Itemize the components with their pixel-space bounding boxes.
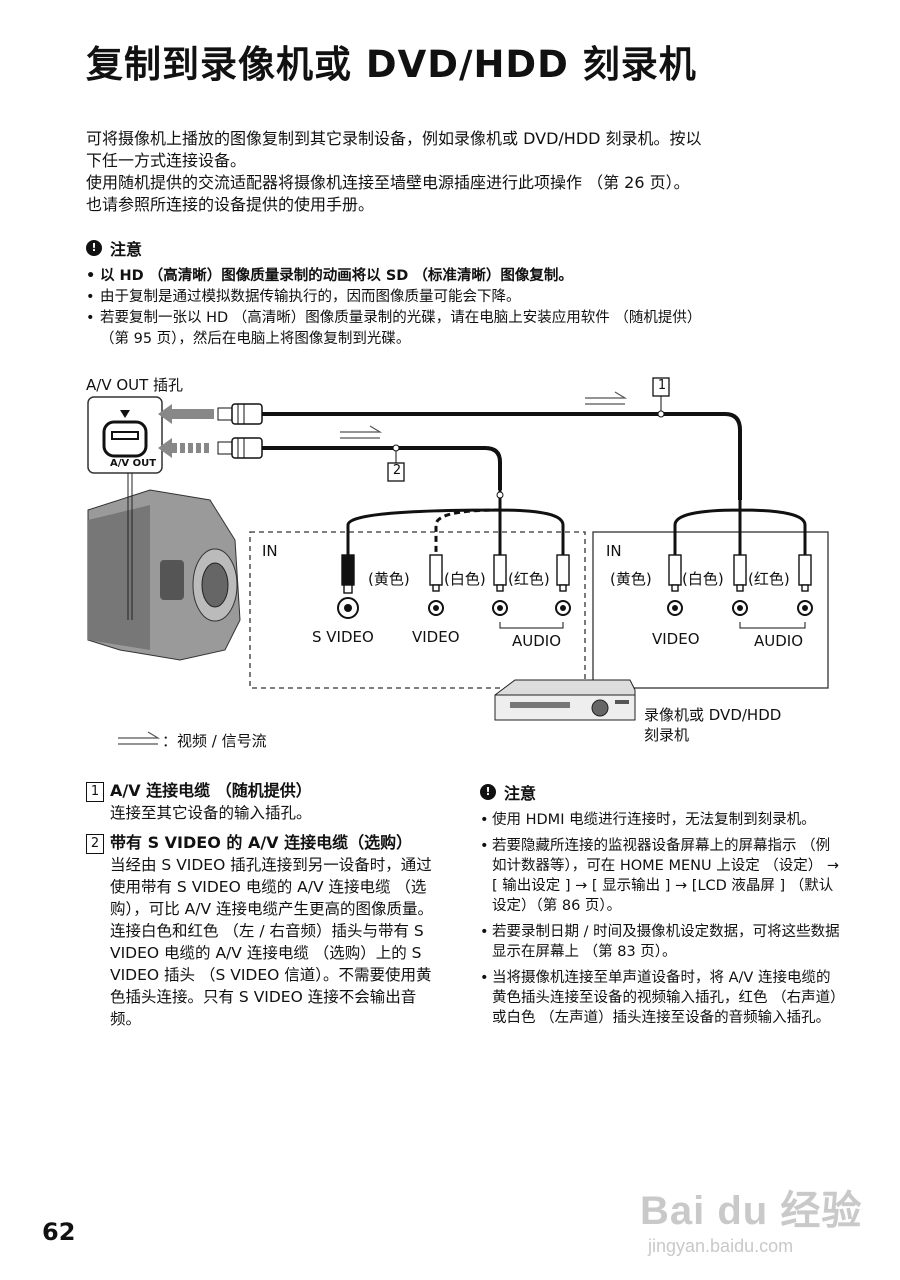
caution-item: 若要录制日期 / 时间及摄像机设定数据，可将这些数据显示在屏幕上 （第 83 页… bbox=[480, 922, 840, 962]
red-label-right: (红色) bbox=[748, 570, 790, 588]
caution-icon: ! bbox=[86, 240, 102, 256]
connection-diagram bbox=[87, 377, 829, 745]
page-title: 复制到录像机或 DVD/HDD 刻录机 bbox=[86, 43, 697, 86]
caution-list: 使用 HDMI 电缆进行连接时，无法复制到刻录机。 若要隐藏所连接的监视器设备屏… bbox=[480, 810, 840, 1028]
flow-arrow bbox=[340, 391, 628, 439]
white-label: (白色) bbox=[444, 570, 486, 588]
recorder-label: 录像机或 DVD/HDD bbox=[644, 706, 782, 724]
caution-right: ! 注意 使用 HDMI 电缆进行连接时，无法复制到刻录机。 若要隐藏所连接的监… bbox=[480, 780, 840, 1034]
watermark: Bai du 经验 jingyan.baidu.com bbox=[640, 1178, 862, 1257]
recorder-label-2: 刻录机 bbox=[644, 726, 690, 744]
intro-line: 使用随机提供的交流适配器将摄像机连接至墙壁电源插座进行此项操作 （第 26 页）… bbox=[86, 173, 690, 192]
cable-body: 连接至其它设备的输入插孔。 bbox=[110, 804, 312, 822]
legend-arrow-icon bbox=[118, 731, 161, 745]
white-label-right: (白色) bbox=[682, 570, 724, 588]
cable-list: 1 A/V 连接电缆 （随机提供） 连接至其它设备的输入插孔。 2 带有 S V… bbox=[86, 780, 446, 1038]
yellow-label-right: (黄色) bbox=[610, 570, 652, 588]
cable-body: 当经由 S VIDEO 插孔连接到另一设备时，通过使用带有 S VIDEO 电缆… bbox=[110, 856, 434, 1028]
plug-2 bbox=[217, 437, 263, 459]
camcorder-illustration bbox=[87, 473, 241, 661]
cable-number: 1 bbox=[86, 782, 104, 802]
vcr-illustration bbox=[494, 679, 636, 721]
audio-label-left: AUDIO bbox=[512, 632, 562, 650]
video-label-right: VIDEO bbox=[652, 630, 700, 648]
signal-arrows bbox=[158, 404, 214, 458]
cable-item-1: 1 A/V 连接电缆 （随机提供） 连接至其它设备的输入插孔。 bbox=[86, 780, 446, 824]
caution-heading-text: 注意 bbox=[504, 784, 537, 803]
av-out-jack bbox=[87, 396, 163, 474]
caution-item: 由于复制是通过模拟数据传输执行的，因而图像质量可能会下降。 bbox=[86, 287, 846, 308]
intro-line: 可将摄像机上播放的图像复制到其它录制设备，例如录像机或 DVD/HDD 刻录机。… bbox=[86, 129, 702, 148]
caution-list: 以 HD （高清晰）图像质量录制的动画将以 SD （标准清晰）图像复制。 由于复… bbox=[86, 266, 846, 350]
jacks-left bbox=[337, 597, 571, 629]
marker-1: 1 bbox=[657, 378, 667, 393]
audio-label-right: AUDIO bbox=[754, 632, 804, 650]
caution-heading: ! 注意 bbox=[480, 780, 840, 804]
svideo-device-box bbox=[249, 531, 586, 689]
recorder-input-box bbox=[592, 531, 829, 689]
cable-head: A/V 连接电缆 （随机提供） bbox=[110, 781, 312, 800]
page-number: 62 bbox=[42, 1218, 76, 1246]
plug-1 bbox=[217, 403, 263, 425]
caution-icon: ! bbox=[480, 784, 496, 800]
caution-item: 若要隐藏所连接的监视器设备屏幕上的屏幕指示 （例如计数器等），可在 HOME M… bbox=[480, 836, 840, 916]
intro-text: 可将摄像机上播放的图像复制到其它录制设备，例如录像机或 DVD/HDD 刻录机。… bbox=[86, 128, 846, 216]
av-out-small-label: A/V OUT bbox=[110, 458, 157, 469]
cable-number: 2 bbox=[86, 834, 104, 854]
cable-1 bbox=[262, 412, 742, 500]
intro-line: 也请参照所连接的设备提供的使用手册。 bbox=[86, 195, 375, 214]
watermark-url: jingyan.baidu.com bbox=[648, 1236, 794, 1256]
caution-item: 当将摄像机连接至单声道设备时，将 A/V 连接电缆的黄色插头连接至设备的视频输入… bbox=[480, 968, 840, 1028]
intro-line: 下任一方式连接设备。 bbox=[86, 151, 247, 170]
yellow-label: (黄色) bbox=[368, 570, 410, 588]
watermark-brand: Bai du 经验 bbox=[640, 1189, 863, 1233]
in-label-right: IN bbox=[606, 542, 622, 560]
caution-item-continued: （第 95 页），然后在电脑上将图像复制到光碟。 bbox=[100, 331, 411, 347]
av-out-label: A/V OUT 插孔 bbox=[86, 376, 184, 394]
in-label-left: IN bbox=[262, 542, 278, 560]
cable-2 bbox=[262, 446, 502, 490]
caution-item: 使用 HDMI 电缆进行连接时，无法复制到刻录机。 bbox=[480, 810, 840, 830]
caution-heading-text: 注意 bbox=[110, 240, 143, 259]
svideo-label: S VIDEO bbox=[312, 628, 374, 646]
cable-item-2: 2 带有 S VIDEO 的 A/V 连接电缆（选购） 当经由 S VIDEO … bbox=[86, 832, 446, 1030]
caution-top: ! 注意 以 HD （高清晰）图像质量录制的动画将以 SD （标准清晰）图像复制… bbox=[86, 236, 846, 350]
red-label: (红色) bbox=[508, 570, 550, 588]
video-label-left: VIDEO bbox=[412, 628, 460, 646]
caution-heading: ! 注意 bbox=[86, 236, 846, 260]
caution-item: 若要复制一张以 HD （高清晰）图像质量录制的光碟，请在电脑上安装应用软件 （随… bbox=[86, 308, 846, 329]
legend-label: ：视频 / 信号流 bbox=[162, 732, 267, 750]
marker-2: 2 bbox=[392, 463, 402, 478]
caution-item: 以 HD （高清晰）图像质量录制的动画将以 SD （标准清晰）图像复制。 bbox=[86, 266, 846, 287]
cable-head: 带有 S VIDEO 的 A/V 连接电缆（选购） bbox=[110, 833, 413, 852]
jacks-right bbox=[667, 600, 813, 629]
